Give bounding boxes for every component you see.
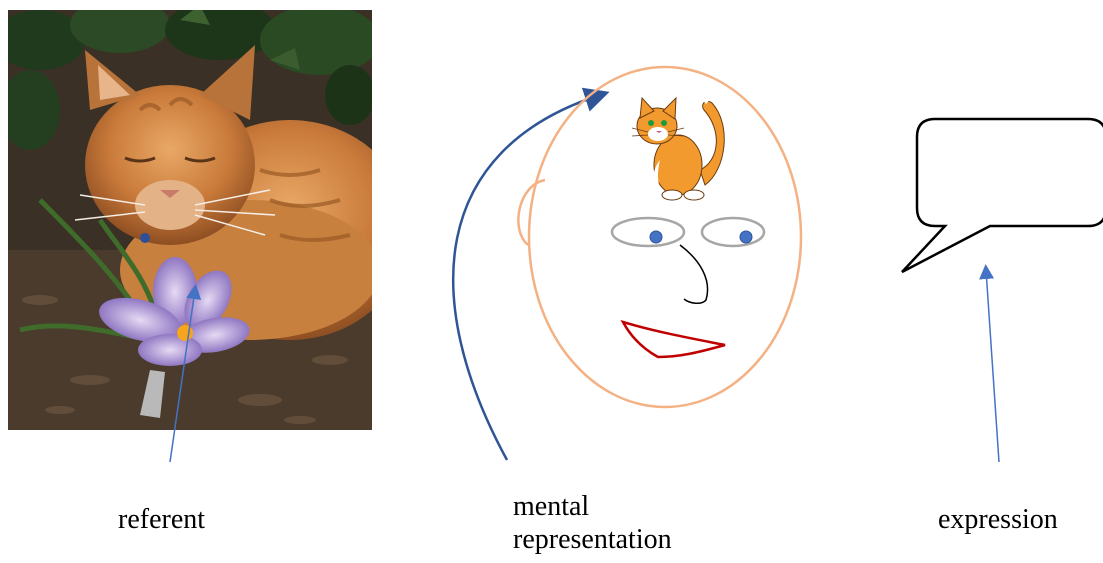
cat-photo [0, 0, 410, 430]
mental-representation-arrow [453, 95, 600, 460]
referent-label: referent [118, 503, 205, 536]
mouth [623, 322, 725, 357]
expression-label: expression [938, 503, 1058, 536]
left-eye [612, 218, 684, 246]
right-eye [702, 218, 764, 246]
right-pupil [740, 231, 752, 243]
left-pupil [650, 231, 662, 243]
speech-bubble-icon [902, 119, 1103, 272]
nose [680, 245, 708, 303]
mental-label-line2: representation [513, 523, 672, 556]
mental-representation-label: mental representation [513, 490, 672, 556]
cartoon-cat-icon [632, 95, 724, 200]
mental-label-line1: mental [513, 490, 672, 523]
expression-arrow [986, 270, 999, 462]
ear [518, 180, 545, 245]
